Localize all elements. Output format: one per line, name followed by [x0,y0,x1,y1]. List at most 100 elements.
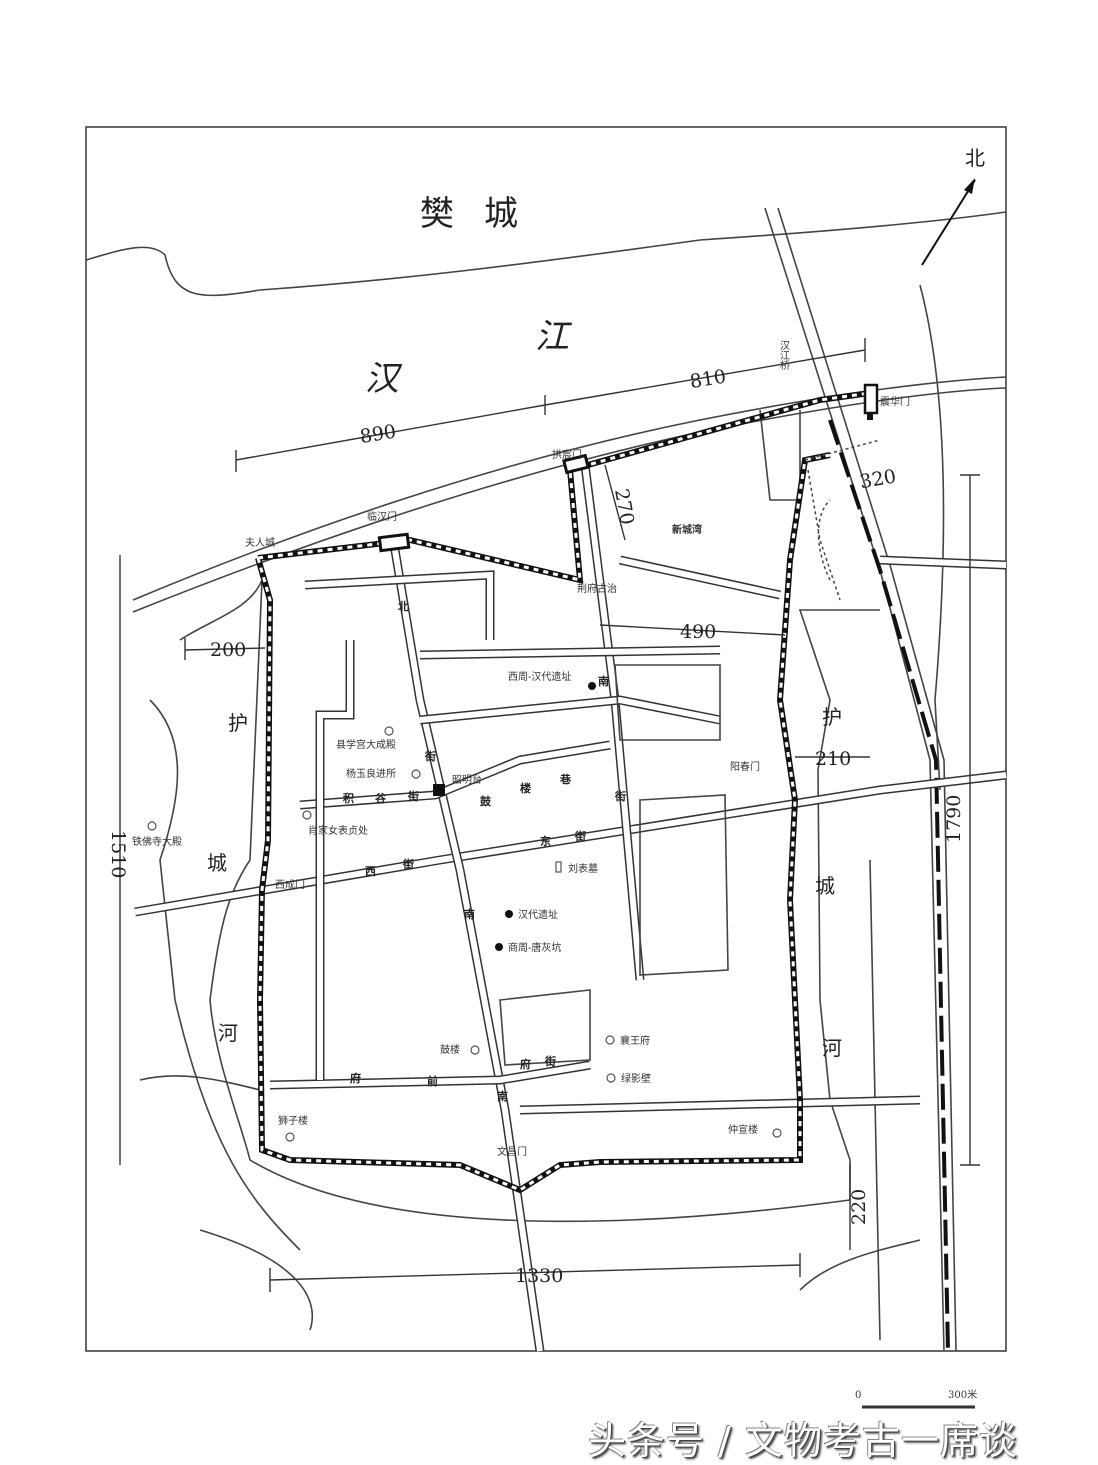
watermark: 头条号 / 文物考古一席谈 [588,1419,1018,1463]
tomb-icon [555,861,562,873]
site-marker-filled [505,910,513,918]
street-labels: 北 街 南 街 东 街 西 街 积 谷 街 鼓 楼 巷 南 府 前 南 府 街 [343,599,626,1103]
svg-text:谷: 谷 [375,791,387,805]
svg-text:街: 街 [407,789,419,803]
inner-wall [804,439,881,601]
svg-text:街: 街 [614,789,626,803]
site-marker [470,1045,480,1055]
svg-text:300米: 300米 [948,1388,977,1401]
moat-right-2: 城 [815,874,835,898]
site-marker [147,821,157,831]
site-marker [605,1035,615,1045]
han-river-bank [132,376,1007,601]
place-han: 汉 [365,359,403,399]
place-xincheng-wan: 新城湾 [672,523,702,536]
block [614,664,721,741]
svg-text:街: 街 [574,829,586,843]
moat-left-2: 城 [207,851,227,875]
svg-text:府: 府 [350,1071,361,1085]
svg-text:楼: 楼 [520,781,531,795]
road-sw [199,1229,314,1331]
zhenhua-gate [863,383,879,415]
site-handai: 汉代遗址 [518,908,558,921]
north-label: 北 [965,146,985,170]
site-zhaoming: 昭明台 [452,773,482,786]
site-gulou: 鼓楼 [440,1043,460,1056]
north-arrow-icon [921,179,976,266]
site-xuegong: 县学宫大成殿 [336,738,396,751]
svg-text:西: 西 [365,865,376,878]
site-marker-filled [495,943,503,951]
svg-text:890: 890 [358,421,397,448]
north-arrow-head-icon [964,178,975,194]
moat-line-w [149,699,301,1251]
svg-text:前: 前 [427,1074,438,1088]
block [639,794,729,976]
gate-yangchun: 阳春门 [730,760,760,773]
road-se [799,1239,921,1291]
block [759,409,801,501]
place-jiang: 江 [535,317,573,357]
moat-right-3: 河 [822,1036,842,1060]
site-tiefo: 铁佛寺大殿 [132,835,182,848]
fancheng-bank [85,211,1007,297]
svg-text:南: 南 [497,1089,508,1103]
moat-left-1: 护 [228,711,248,735]
site-shangzhou: 商周-唐灰坑 [508,941,561,954]
svg-text:320: 320 [858,465,898,493]
svg-text:南: 南 [464,907,475,921]
svg-text:0: 0 [855,1390,861,1401]
svg-text:鼓: 鼓 [480,794,492,808]
svg-text:府: 府 [520,1057,531,1071]
roads [134,464,1007,1352]
svg-text:1510: 1510 [107,830,129,878]
svg-text:210: 210 [815,748,851,770]
block [499,989,591,1066]
scale-bar: 0 300米 [855,1388,977,1409]
svg-text:街: 街 [424,749,436,763]
gate-zhenhua: 震华门 [880,395,910,408]
svg-text:巷: 巷 [559,772,572,786]
site-shizi: 狮子楼 [278,1114,308,1127]
gate-xicheng: 西成门 [275,878,305,891]
svg-text:220: 220 [848,1189,870,1225]
sites: 西周-汉代遗址 昭明台 县学宫大成殿 杨玉良进所 肖家女表贞处 铁佛寺大殿 刘表… [132,670,782,1142]
svg-text:200: 200 [210,639,246,661]
dimension-lines [119,338,980,1292]
railway [828,419,950,1352]
gate-wenchang: 文昌门 [497,1145,527,1158]
svg-text:东: 东 [540,834,551,848]
site-marker [411,769,421,779]
svg-text:490: 490 [680,621,716,643]
gate-linhan: 临汉门 [367,510,397,523]
site-marker-filled [588,682,596,690]
svg-text:街: 街 [402,857,414,871]
map-frame [85,126,1007,1352]
site-liubiao: 刘表墓 [568,862,598,875]
linhan-gate [377,532,411,553]
site-marker [285,1132,295,1142]
svg-text:810: 810 [688,366,727,393]
zhaoming-tower-icon [433,784,445,796]
gate-furen: 夫人城 [245,537,275,549]
city-wall [255,383,879,1194]
gongchen-gate [562,453,590,475]
svg-text:南: 南 [598,674,609,688]
moat-left-3: 河 [218,1021,238,1045]
gate-gongchen: 拱宸门 [552,448,582,461]
svg-text:1790: 1790 [943,795,965,843]
svg-text:北: 北 [398,599,409,613]
moat-line-sw [139,1075,261,1091]
site-marker [302,810,312,820]
svg-text:1330: 1330 [515,1265,563,1287]
place-jingfu: 荆府古治 [577,582,617,595]
svg-text:270: 270 [610,487,638,527]
bridge-line-2 [777,207,957,1352]
site-marker [606,1073,616,1083]
site-yang: 杨玉良进所 [346,767,396,780]
moat-right-1: 护 [822,705,842,729]
moat-outer [179,579,880,1223]
site-marker [384,726,394,736]
place-bridge: 汉江桥 [778,340,790,371]
